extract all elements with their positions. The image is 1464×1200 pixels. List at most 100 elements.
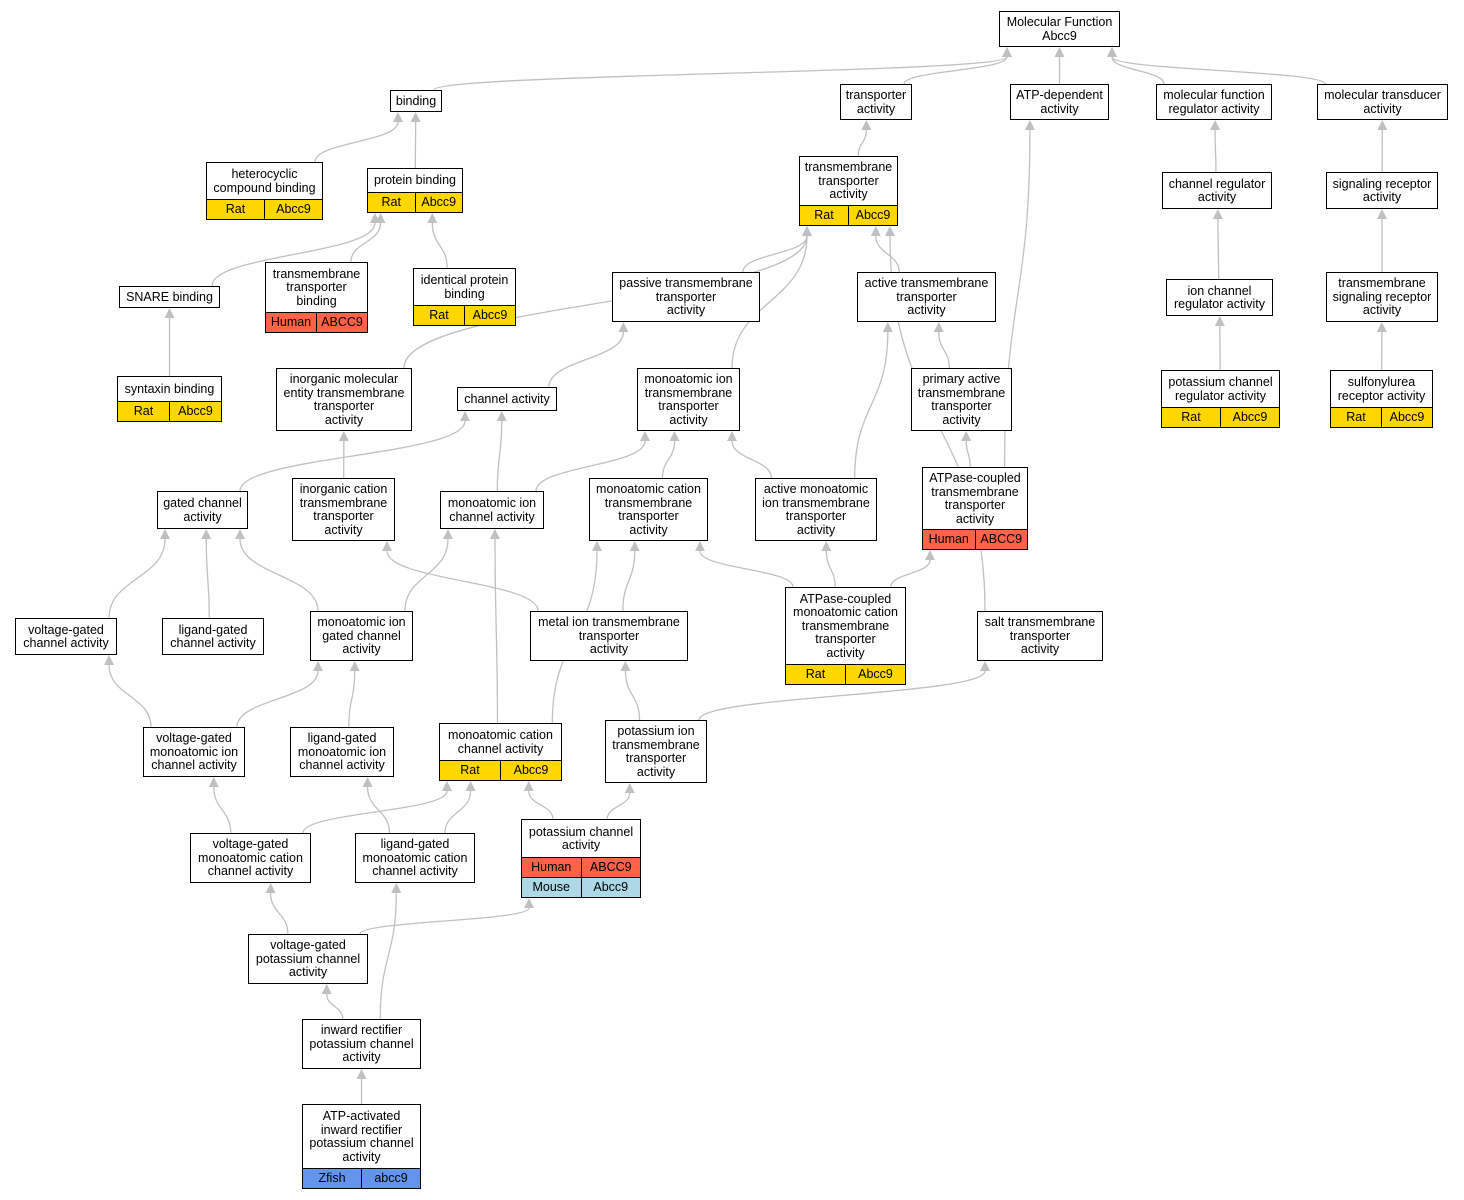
go-term-atpase-tm[interactable]: ATPase-coupled transmembrane transporter… (922, 467, 1028, 550)
edge-inorgmol-to-tmta (403, 235, 808, 369)
go-term-kion-tm[interactable]: potassium ion transmembrane transporter … (605, 720, 707, 783)
term-label: monoatomic ion channel activity (447, 496, 537, 524)
go-term-sigrec[interactable]: signaling receptor activity (1326, 172, 1438, 209)
term-label: channel activity (464, 391, 550, 406)
arrowhead (496, 411, 507, 421)
go-term-mfreg[interactable]: molecular function regulator activity (1156, 84, 1272, 120)
go-term-salt[interactable]: salt transmembrane transporter activity (977, 611, 1103, 661)
go-term-metalion[interactable]: metal ion transmembrane transporter acti… (530, 611, 688, 661)
go-term-primact[interactable]: primary active transmembrane transporter… (911, 368, 1012, 431)
edge-binding-to-mf (433, 56, 1008, 91)
go-term-moltrans[interactable]: molecular transducer activity (1317, 84, 1448, 120)
edge-gated-to-channel (239, 420, 466, 492)
go-term-inorgmol[interactable]: inorganic molecular entity transmembrane… (276, 368, 412, 431)
go-term-atp-inward[interactable]: ATP-activated inward rectifier potassium… (302, 1104, 421, 1189)
go-term-mf[interactable]: Molecular Function Abcc9 (999, 11, 1120, 47)
go-term-inorgcat[interactable]: inorganic cation transmembrane transport… (292, 478, 395, 541)
term-label: salt transmembrane transporter activity (984, 615, 1096, 657)
term-label: voltage-gated channel activity (23, 622, 109, 650)
species-label: Mouse (532, 880, 571, 894)
go-term-monoion-ch[interactable]: monoatomic ion channel activity (440, 491, 544, 529)
gene-label: Abcc9 (848, 206, 897, 225)
go-term-atpdep[interactable]: ATP-dependent activity (1010, 84, 1109, 120)
arrowhead (460, 411, 470, 421)
edge-lg_monocat-to-monocat_ch (444, 790, 472, 834)
go-term-lgated[interactable]: ligand-gated channel activity (162, 618, 264, 655)
edge-vg_k-to-kch (359, 907, 530, 935)
arrowhead (523, 781, 534, 791)
edge-vg_monocat-to-monocat_ch (302, 790, 448, 834)
term-label: gated channel activity (163, 496, 242, 524)
go-term-monocat-tm[interactable]: monoatomic cation transmembrane transpor… (589, 478, 708, 541)
go-term-gated[interactable]: gated channel activity (157, 491, 248, 529)
species-label: Rat (429, 308, 449, 322)
edge-tmtb-to-protbind (350, 222, 382, 263)
go-term-snare[interactable]: SNARE binding (119, 286, 220, 308)
go-term-vg-monocat[interactable]: voltage-gated monoatomic cation channel … (190, 833, 311, 883)
arrowhead (443, 529, 453, 539)
go-term-monoion-gated[interactable]: monoatomic ion gated channel activity (310, 611, 413, 661)
edge-inward-to-vg_k (326, 993, 344, 1020)
term-label: binding (395, 93, 437, 108)
edge-monoion_ch-to-channel (496, 420, 503, 492)
arrowhead (624, 783, 635, 793)
species-label: Rat (1181, 410, 1201, 424)
arrowhead (382, 541, 392, 551)
go-term-monoion-tm[interactable]: monoatomic ion transmembrane transporter… (637, 368, 740, 431)
edge-transporter-to-mf (903, 56, 1008, 85)
go-term-actmonoion[interactable]: active monoatomic ion transmembrane tran… (755, 478, 877, 541)
go-term-tmsigrec[interactable]: transmembrane signaling receptor activit… (1326, 272, 1438, 322)
species-label: Rat (805, 667, 826, 681)
gene-label: Abcc9 (500, 761, 561, 780)
species-label: Human (531, 860, 572, 874)
term-label: potassium ion transmembrane transporter … (612, 724, 700, 779)
go-term-vgated[interactable]: voltage-gated channel activity (15, 618, 117, 655)
edge-chreg-to-mfreg (1214, 129, 1217, 173)
arrowhead (391, 883, 402, 893)
arrowhead (980, 661, 990, 671)
term-label: monoatomic cation transmembrane transpor… (596, 482, 701, 537)
go-term-binding[interactable]: binding (390, 90, 442, 112)
go-term-channel[interactable]: channel activity (457, 387, 557, 411)
term-label: inward rectifier potassium channel activ… (309, 1023, 414, 1065)
term-label: potassium channel regulator activity (1168, 375, 1273, 403)
edge-ionchreg-to-chreg (1217, 218, 1220, 280)
species-label: Human (928, 532, 969, 546)
arrowhead (375, 213, 386, 223)
go-term-transporter[interactable]: transporter activity (840, 84, 912, 120)
go-term-atpase-monocat[interactable]: ATPase-coupled monoatomic cation transme… (785, 587, 906, 685)
arrowhead (1212, 209, 1223, 219)
term-label: transmembrane signaling receptor activit… (1332, 276, 1432, 318)
go-term-vg-k[interactable]: voltage-gated potassium channel activity (248, 934, 368, 984)
term-label: identical protein binding (420, 273, 509, 301)
edge-snare-to-protbind (211, 222, 376, 287)
term-label: inorganic molecular entity transmembrane… (283, 372, 405, 427)
go-term-active[interactable]: active transmembrane transporter activit… (857, 272, 996, 322)
edge-lg_monoion-to-monoion_gated (348, 670, 356, 728)
arrowhead (1107, 47, 1117, 57)
go-term-passive[interactable]: passive transmembrane transporter activi… (612, 272, 760, 322)
go-term-lg-monoion[interactable]: ligand-gated monoatomic ion channel acti… (290, 727, 394, 777)
go-term-inward[interactable]: inward rectifier potassium channel activ… (302, 1019, 421, 1069)
go-term-lg-monocat[interactable]: ligand-gated monoatomic cation channel a… (355, 833, 475, 883)
go-term-ionchreg[interactable]: ion channel regulator activity (1166, 279, 1273, 316)
go-term-vg-monoion[interactable]: voltage-gated monoatomic ion channel act… (143, 727, 245, 777)
go-term-chreg[interactable]: channel regulator activity (1162, 172, 1272, 209)
edge-tmta-to-transporter (857, 129, 868, 157)
arrowhead (208, 777, 219, 787)
